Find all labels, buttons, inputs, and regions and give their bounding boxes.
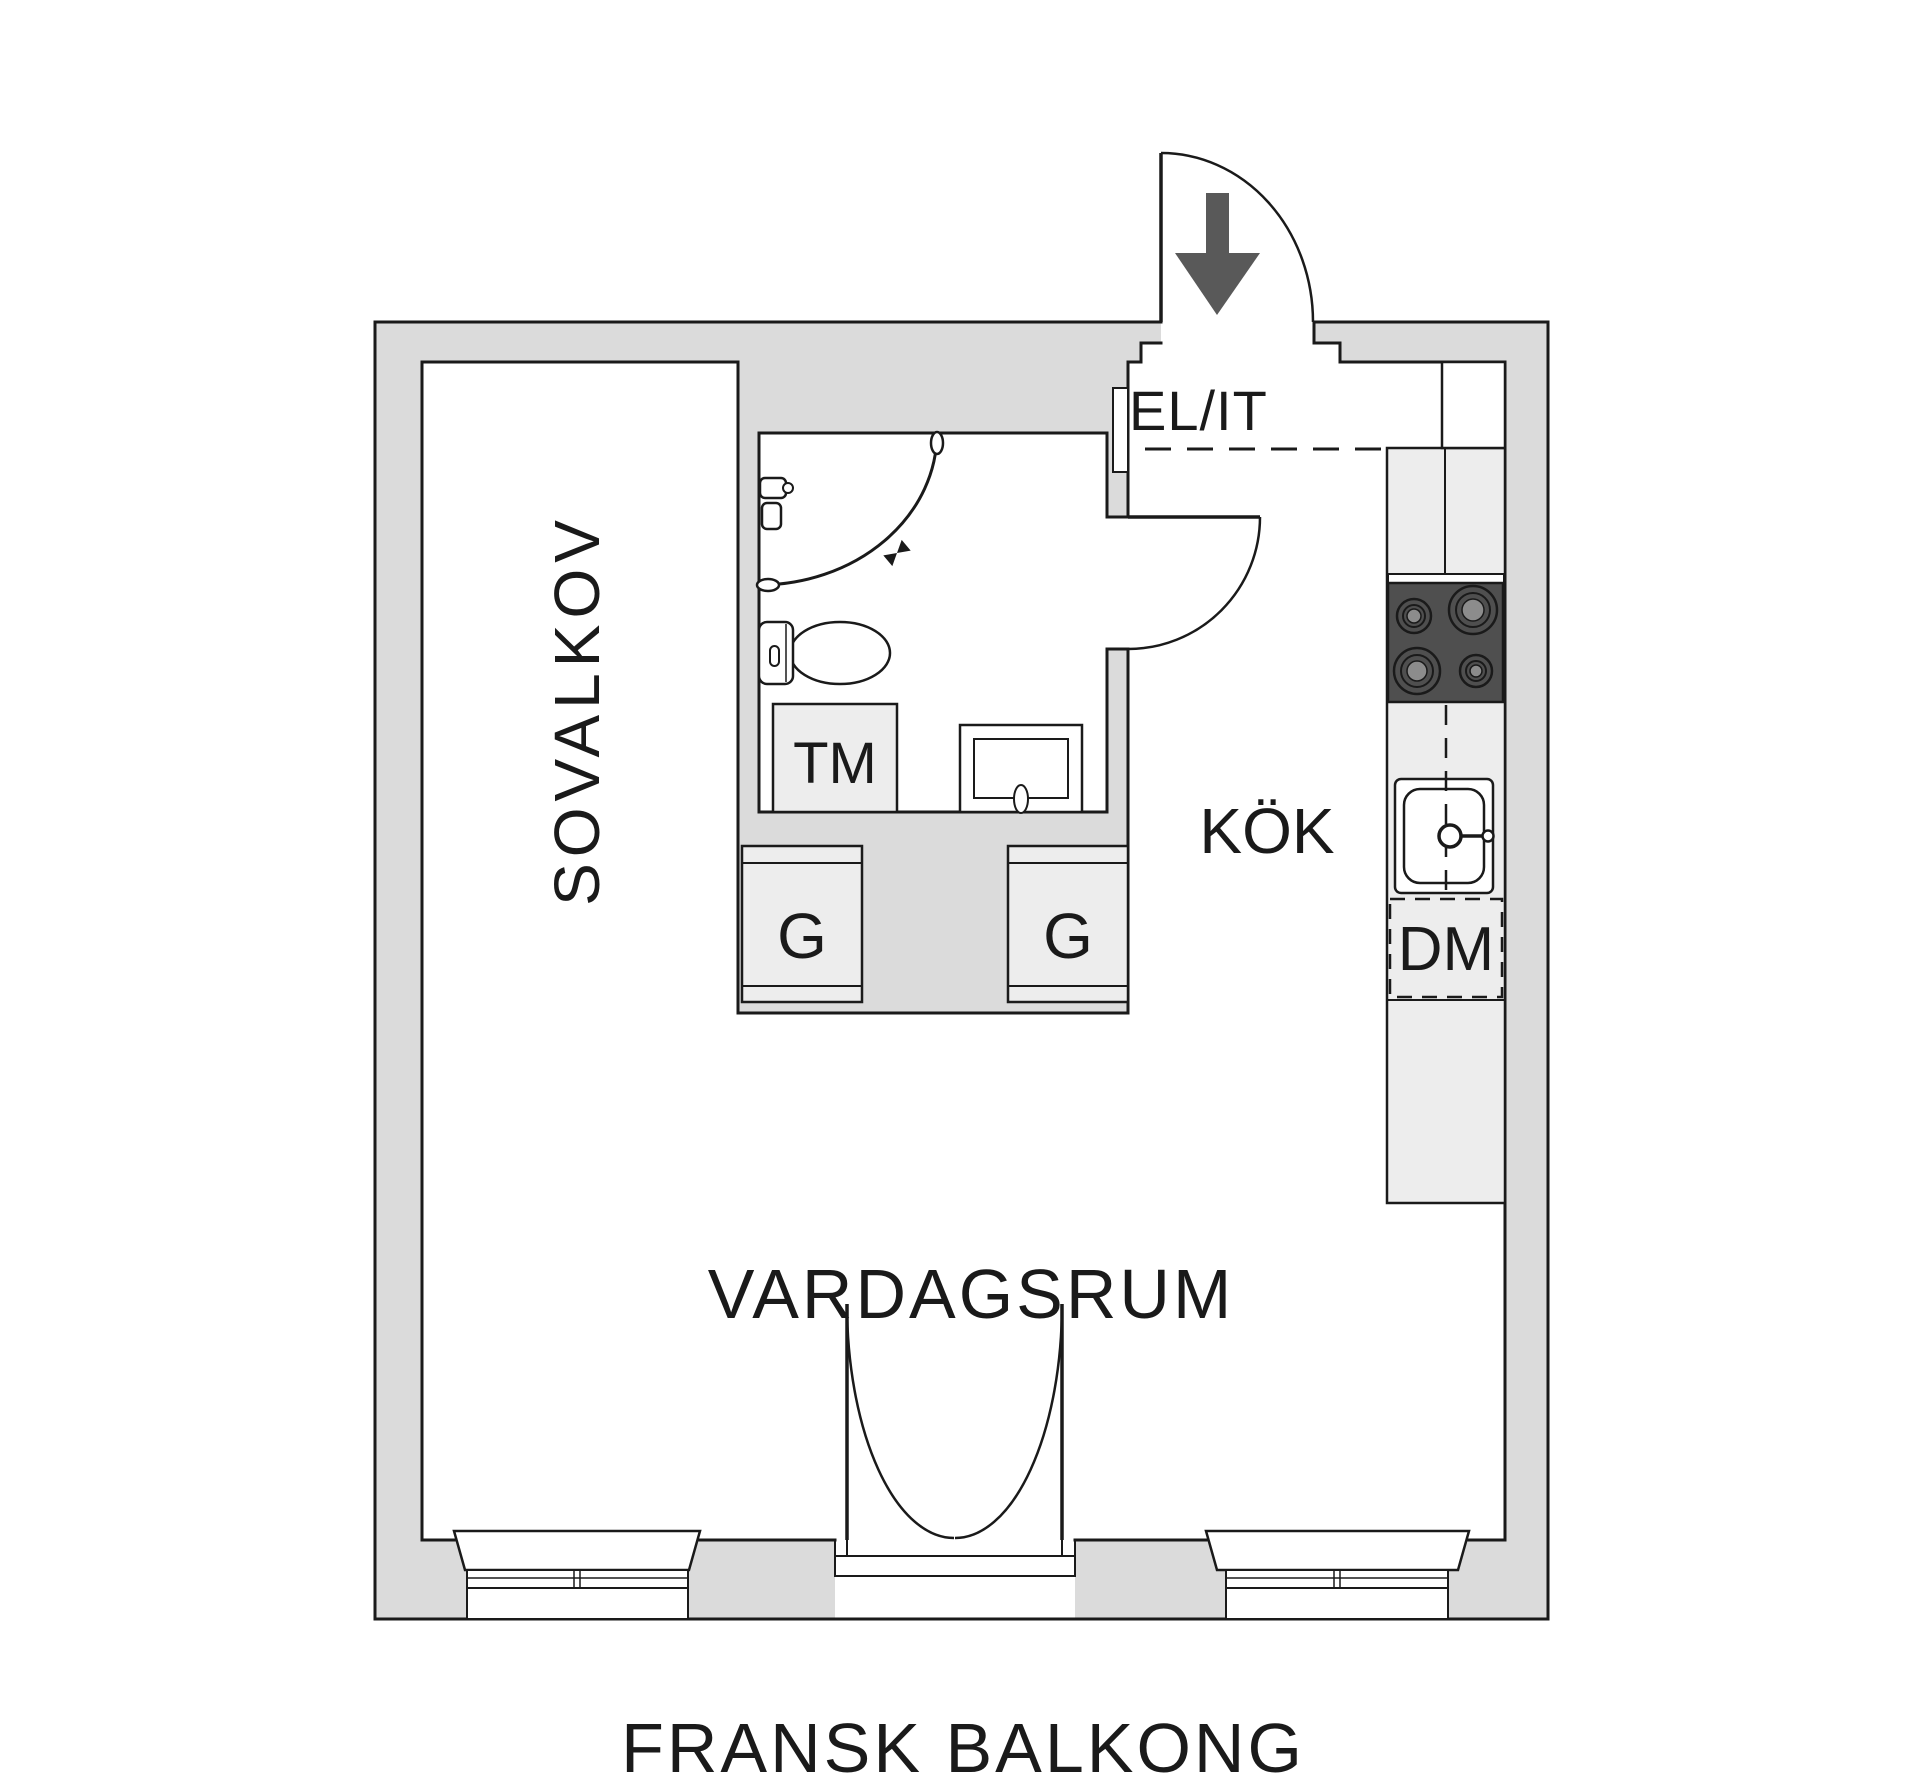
- window-right-frame: [1225, 1569, 1449, 1589]
- shower-mixer-icon: [758, 476, 794, 531]
- wall-outlines: [373, 320, 1550, 1621]
- toilet-bowl: [788, 620, 892, 686]
- wardrobe-left-label: G: [777, 900, 827, 972]
- room-label-sovalkov: SOVALKOV: [541, 514, 613, 906]
- el-it-door-leaf: [1112, 387, 1129, 473]
- window-left: [452, 1529, 702, 1620]
- window-left-reveal: [452, 1529, 702, 1572]
- inner-edge-right: [1312, 320, 1507, 1542]
- window-left-frame: [466, 1569, 689, 1589]
- entry-door: [1159, 151, 1315, 323]
- shower-curtain-clip: [883, 539, 911, 567]
- washing-machine: TM: [771, 702, 899, 814]
- wall-right: [1505, 322, 1548, 1619]
- bathroom-door: [1127, 515, 1262, 651]
- entry-arrow-shaft: [1206, 193, 1229, 255]
- dishwasher-label: DM: [1398, 915, 1494, 984]
- kitchen-sink-icon: [1393, 705, 1495, 895]
- toilet-icon: [757, 620, 892, 686]
- el-it-closet: [1112, 387, 1385, 473]
- window-left-sill: [466, 1587, 689, 1620]
- balcony-door-opening: [835, 1540, 1075, 1619]
- wardrobe-right-label: G: [1043, 900, 1093, 972]
- wall-bathroom-east-lower: [1107, 649, 1128, 812]
- wardrobe-right-box: [1006, 844, 1130, 1004]
- room-label-kok: KÖK: [1199, 795, 1334, 867]
- burner-small-br: [1458, 653, 1494, 689]
- toilet-flush-button: [769, 645, 780, 667]
- window-right-sill: [1225, 1587, 1449, 1620]
- wall-top-left: [375, 322, 1141, 362]
- balcony-door-threshold: [834, 1540, 1076, 1577]
- window-right: [1204, 1529, 1471, 1620]
- shower: [755, 430, 945, 593]
- washing-machine-box: [771, 702, 899, 814]
- dishwasher: DM: [1388, 897, 1504, 999]
- balcony-door-arc-right: [954, 1303, 1064, 1540]
- burner-small-tl: [1395, 597, 1433, 635]
- shower-curtain-arc: [758, 432, 939, 587]
- bathroom-door-swing-arc: [1127, 516, 1262, 651]
- shower-curtain-knob-left: [755, 577, 781, 593]
- room-label-vardagsrum: VARDAGSRUM: [708, 1255, 1235, 1333]
- wall-bathroom-north: [738, 362, 1128, 433]
- entry-arrow-icon: [1175, 193, 1260, 315]
- dishwasher-box: [1388, 897, 1504, 999]
- kitchen-tall-cabinet: [1440, 360, 1507, 450]
- burner-large-bl: [1392, 646, 1442, 696]
- bathroom-sink-icon: [958, 723, 1084, 814]
- washing-machine-label: TM: [793, 731, 877, 796]
- wall-entry-step-left: [1141, 322, 1161, 343]
- washbasin-tap: [1013, 784, 1029, 814]
- label-fransk-balkong: FRANSK BALKONG: [621, 1709, 1305, 1787]
- window-right-reveal: [1204, 1529, 1471, 1572]
- sink-faucet: [1437, 823, 1495, 849]
- balcony-door: [834, 1303, 1076, 1577]
- wall-left: [375, 322, 422, 1619]
- entry-arrow-head: [1175, 253, 1260, 315]
- bathroom-outline: [757, 431, 1130, 814]
- wardrobe-right: G: [1006, 844, 1130, 1004]
- balcony-door-arc-left: [845, 1303, 955, 1540]
- label-el-it: EL/IT: [1129, 379, 1268, 442]
- wardrobe-left-box: [740, 844, 864, 1004]
- wall-bathroom-west: [738, 433, 759, 812]
- stove-burners: [1392, 584, 1499, 696]
- wall-entry-step-right: [1314, 322, 1340, 343]
- entry-door-swing-arc: [1160, 151, 1315, 323]
- wardrobe-left: G: [740, 844, 864, 1004]
- burner-large-tr: [1447, 584, 1499, 636]
- stove: [1386, 581, 1505, 704]
- outer-wall-outline: [373, 320, 1550, 1621]
- shower-curtain-knob-top: [929, 430, 945, 456]
